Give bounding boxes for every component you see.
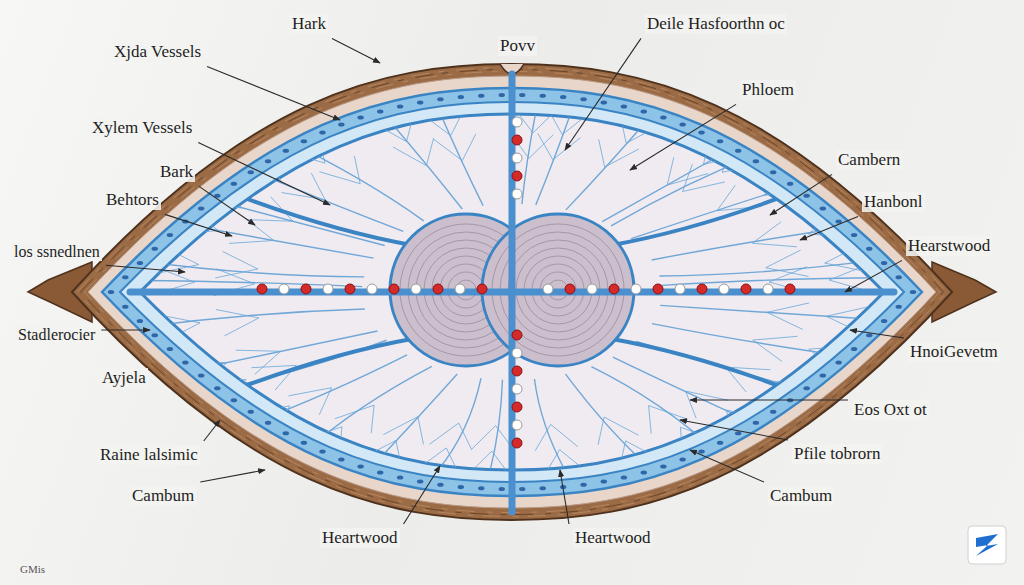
leader-line <box>404 466 440 524</box>
leader-line <box>204 420 220 441</box>
part-label: Bark <box>158 162 195 182</box>
leader-line <box>690 450 764 482</box>
part-label: Ayjela <box>100 368 148 388</box>
leader-line <box>207 66 340 120</box>
leader-line <box>630 104 736 170</box>
part-label: Cambum <box>768 486 834 506</box>
watermark: GMis <box>18 563 47 576</box>
leader-line <box>199 186 255 225</box>
particle-dots <box>257 117 795 448</box>
bark-grain <box>77 68 947 517</box>
leader-line <box>850 330 904 338</box>
leader-line <box>165 214 232 236</box>
part-label: Povv <box>498 36 537 56</box>
part-label: Hark <box>290 14 328 34</box>
part-label: Cambern <box>836 150 902 170</box>
part-label: Eos Oxt ot <box>852 400 929 420</box>
part-label: Raine lalsimic <box>98 445 200 465</box>
leader-line <box>800 216 858 240</box>
part-label: Pfile tobrorn <box>792 444 882 464</box>
leader-line <box>770 174 832 215</box>
part-label: Stadlerocier <box>16 325 97 344</box>
part-label: Xjda Vessels <box>112 42 203 62</box>
part-label: Deile Hasfoorthn oc <box>645 14 787 34</box>
leader-line <box>332 38 380 63</box>
logo-icon <box>968 526 1006 564</box>
part-label: Hearstwood <box>906 236 992 256</box>
part-label: HnoiGevetm <box>908 342 1000 362</box>
leader-line <box>200 470 265 482</box>
part-label: Heartwood <box>320 528 400 548</box>
leader-line <box>198 142 330 205</box>
part-label: Xylem Vessels <box>90 118 194 138</box>
leader-line <box>565 38 641 150</box>
leader-line <box>101 329 150 330</box>
leader-line <box>680 420 788 440</box>
part-label: los ssnedlnen <box>12 242 102 261</box>
part-label: Behtors <box>104 190 161 210</box>
part-label: Heartwood <box>573 528 653 548</box>
part-label: Cambum <box>130 486 196 506</box>
part-label: Phloem <box>740 80 796 100</box>
leader-line <box>690 399 848 400</box>
leader-line <box>845 260 902 292</box>
bark-layer <box>72 64 952 520</box>
part-label: Hanbonl <box>862 192 925 212</box>
leader-line <box>106 265 185 272</box>
leader-line <box>560 470 569 524</box>
